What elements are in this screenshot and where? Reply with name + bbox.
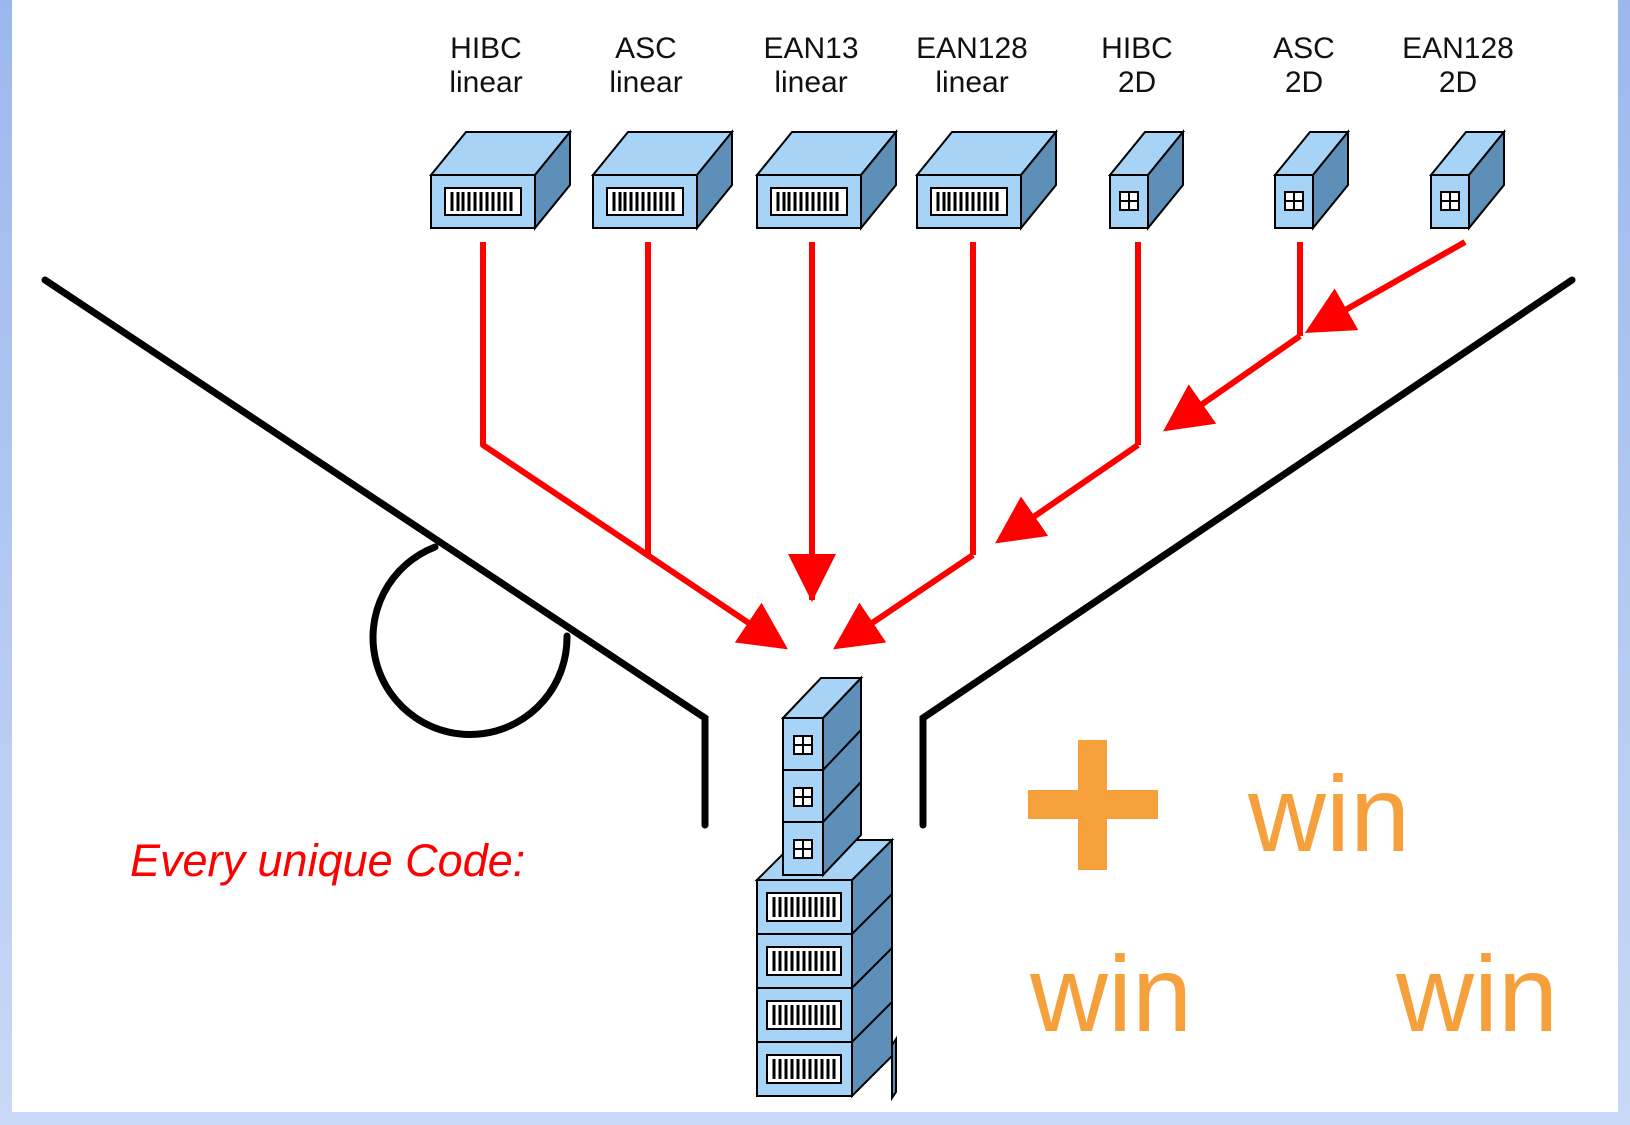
flow-hibc-linear <box>480 242 642 553</box>
scanner-label-line1: ASC <box>1273 32 1335 65</box>
barcode-icon <box>766 1000 842 1030</box>
barcode-icon <box>766 892 842 922</box>
matrix-code-icon <box>793 787 813 807</box>
flow-merge-upper-arrow <box>1163 333 1302 432</box>
scanner-box-hibc-2d <box>1107 129 1186 231</box>
matrix-code-icon <box>793 735 813 755</box>
scanner-box-ean128-2d <box>1428 129 1507 231</box>
scanner-label-asc-2d: ASC 2D <box>1219 32 1389 100</box>
scanner-label-line1: EAN128 <box>916 32 1028 65</box>
barcode-icon <box>770 187 848 216</box>
flow-ean128-2d-arrow <box>1304 239 1467 333</box>
barcode-icon <box>766 1054 842 1084</box>
scanner-label-asc-linear: ASC linear <box>561 32 731 100</box>
matrix-code-icon <box>1119 191 1139 211</box>
scanner-label-line1: EAN13 <box>763 32 859 65</box>
plus-icon <box>1028 740 1158 870</box>
flow-merge-right-arrow <box>833 552 975 650</box>
barcode-icon <box>444 187 522 216</box>
scanner-label-line2: linear <box>774 66 848 99</box>
scanner-label-hibc-linear: HIBC linear <box>401 32 571 100</box>
scanner-label-line2: linear <box>935 66 1009 99</box>
scanner-label-line2: 2D <box>1438 66 1478 99</box>
scanner-label-ean13-linear: EAN13 linear <box>726 32 896 100</box>
scanner-label-line2: linear <box>609 66 683 99</box>
flow-merge-mid-arrow <box>995 442 1140 544</box>
stacked-codes <box>754 675 897 1102</box>
caption-every-unique-code: Every unique Code: <box>130 835 526 886</box>
funnel <box>41 276 1576 829</box>
scanner-label-line2: linear <box>449 66 523 99</box>
scanner-label-ean128-2d: EAN128 2D <box>1373 32 1543 100</box>
matrix-code-icon <box>1440 191 1460 211</box>
scanner-label-line2: 2D <box>1284 66 1324 99</box>
scanner-label-line1: ASC <box>615 32 677 65</box>
scanner-box-asc-2d <box>1272 129 1351 231</box>
matrix-code-icon <box>793 839 813 859</box>
scanner-label-line1: HIBC <box>450 32 522 65</box>
scanner-box-asc-linear <box>590 129 735 231</box>
flow-merge-left-arrow <box>638 547 788 650</box>
matrix-code-icon <box>1284 191 1304 211</box>
scanner-label-line1: HIBC <box>1101 32 1173 65</box>
barcode-icon <box>606 187 684 216</box>
scanner-box-hibc-linear <box>428 129 573 231</box>
win-word-bottom-right: win <box>1396 933 1559 1054</box>
funnel-left-wall <box>41 276 709 829</box>
win-word-top: win <box>1248 753 1411 874</box>
scanner-label-hibc-2d: HIBC 2D <box>1052 32 1222 100</box>
scanner-label-line1: EAN128 <box>1402 32 1514 65</box>
funnel-right-wall <box>919 276 1576 829</box>
flow-lines <box>480 239 1467 650</box>
scanner-box-ean13-linear <box>754 129 899 231</box>
funnel-hook-circle <box>369 543 571 738</box>
barcode-icon <box>930 187 1008 216</box>
win-word-bottom-left: win <box>1030 933 1193 1054</box>
scanner-box-ean128-linear <box>914 129 1059 231</box>
barcode-icon <box>766 946 842 976</box>
scanner-label-line2: 2D <box>1117 66 1157 99</box>
scanner-boxes <box>428 129 1507 231</box>
scanner-label-ean128-linear: EAN128 linear <box>887 32 1057 100</box>
